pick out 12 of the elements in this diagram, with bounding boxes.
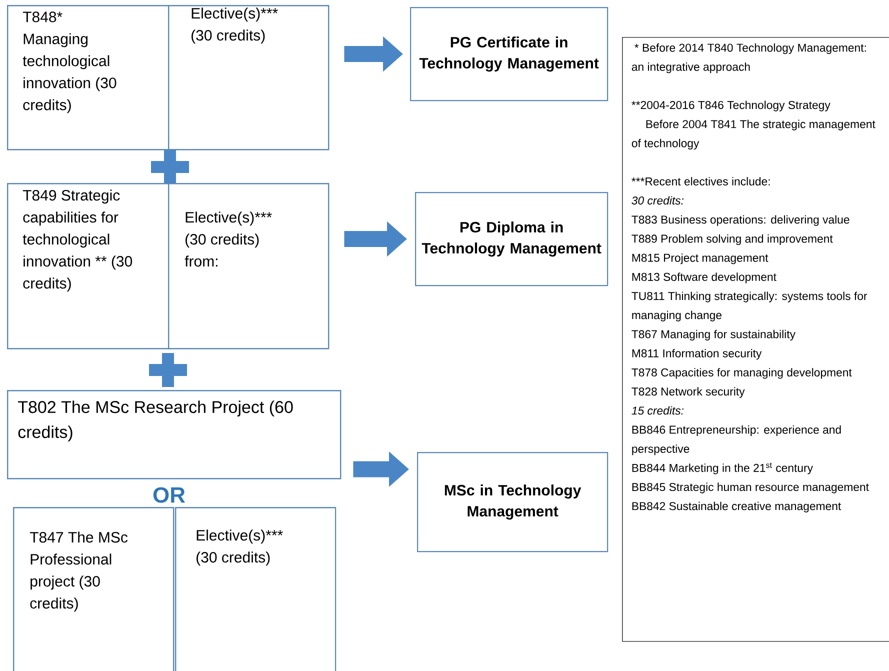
module-box: Elective(s)*** (30 credits) from: <box>168 183 330 350</box>
qualification-box: PG Diploma in Technology Management <box>415 192 608 286</box>
notes-box: * Before 2014 T840 Technology Management: an integrative approach **2004-2016 T846 Technology Strategy Before 2004 T841 The strategic management of technology ***Recent electives include: 30 credits: T883 Business operations: delivering value T889 Problem solving and improvement M815 Project management M813 Software development TU811 Thinking strategically: systems tools for managing change T867 Managing for sustainability M811 Information security T878 Capacities for managing development T828 Network security 15 credits: BB846 Entrepreneurship: experience and perspective BB844 Marketing in the 21$^{st}$ century BB845 Strategic human resource management BB842 Sustainable creative management <box>622 37 889 642</box>
qualification-box: PG Certificate in Technology Management <box>410 7 608 102</box>
module-box: T802 The MSc Research Project (60 credits) <box>7 390 342 480</box>
or-label: OR <box>153 487 186 503</box>
module-box: Elective(s)*** (30 credits) <box>168 5 330 150</box>
module-box: Elective(s)*** (30 credits) <box>175 507 336 671</box>
module-box: T847 The MSc Professional project (30 credits) <box>13 507 174 671</box>
module-box: T848* Managing technological innovation (30 credits) <box>7 5 170 150</box>
qualification-box: MSc in Technology Management <box>417 452 608 552</box>
module-box: T849 Strategic capabilities for technological innovation ** (30 credits) <box>7 183 170 350</box>
